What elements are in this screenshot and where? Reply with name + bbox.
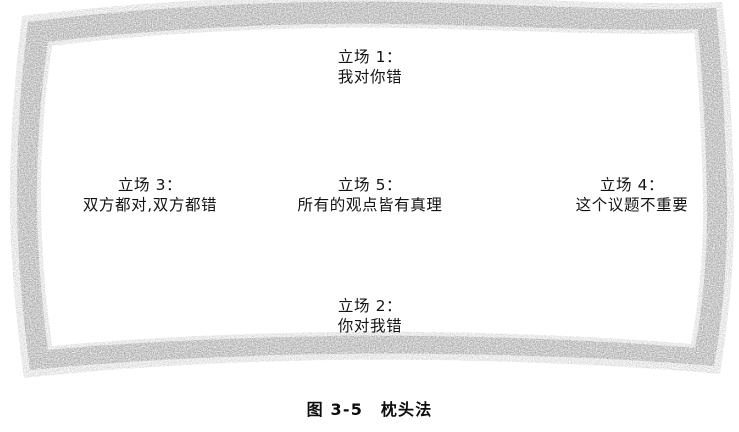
figure-caption-title: 枕头法 bbox=[380, 400, 433, 419]
pillow-outline-fuzz bbox=[10, 0, 735, 378]
position-5-description: 所有的观点皆有真理 bbox=[297, 196, 443, 215]
position-label-5: 立场 5： 所有的观点皆有真理 bbox=[268, 175, 472, 216]
position-1-description: 我对你错 bbox=[337, 68, 403, 87]
figure-caption-number: 图 3-5 bbox=[306, 400, 364, 419]
position-label-3: 立场 3： 双方都对,双方都错 bbox=[48, 175, 252, 216]
position-4-title: 立场 4： bbox=[599, 176, 665, 194]
position-label-2: 立场 2： 你对我错 bbox=[270, 296, 470, 337]
position-1-title: 立场 1： bbox=[337, 48, 403, 66]
pillow-frame-diagram bbox=[10, 0, 735, 378]
position-2-description: 你对我错 bbox=[337, 317, 403, 336]
position-5-title: 立场 5： bbox=[337, 176, 403, 194]
position-3-description: 双方都对,双方都错 bbox=[82, 196, 218, 215]
position-3-title: 立场 3： bbox=[117, 176, 183, 194]
position-4-description: 这个议题不重要 bbox=[575, 196, 689, 215]
position-label-4: 立场 4： 这个议题不重要 bbox=[530, 175, 734, 216]
position-label-1: 立场 1： 我对你错 bbox=[270, 47, 470, 88]
figure-caption: 图 3-5 枕头法 bbox=[0, 396, 739, 420]
position-2-title: 立场 2： bbox=[337, 297, 403, 315]
